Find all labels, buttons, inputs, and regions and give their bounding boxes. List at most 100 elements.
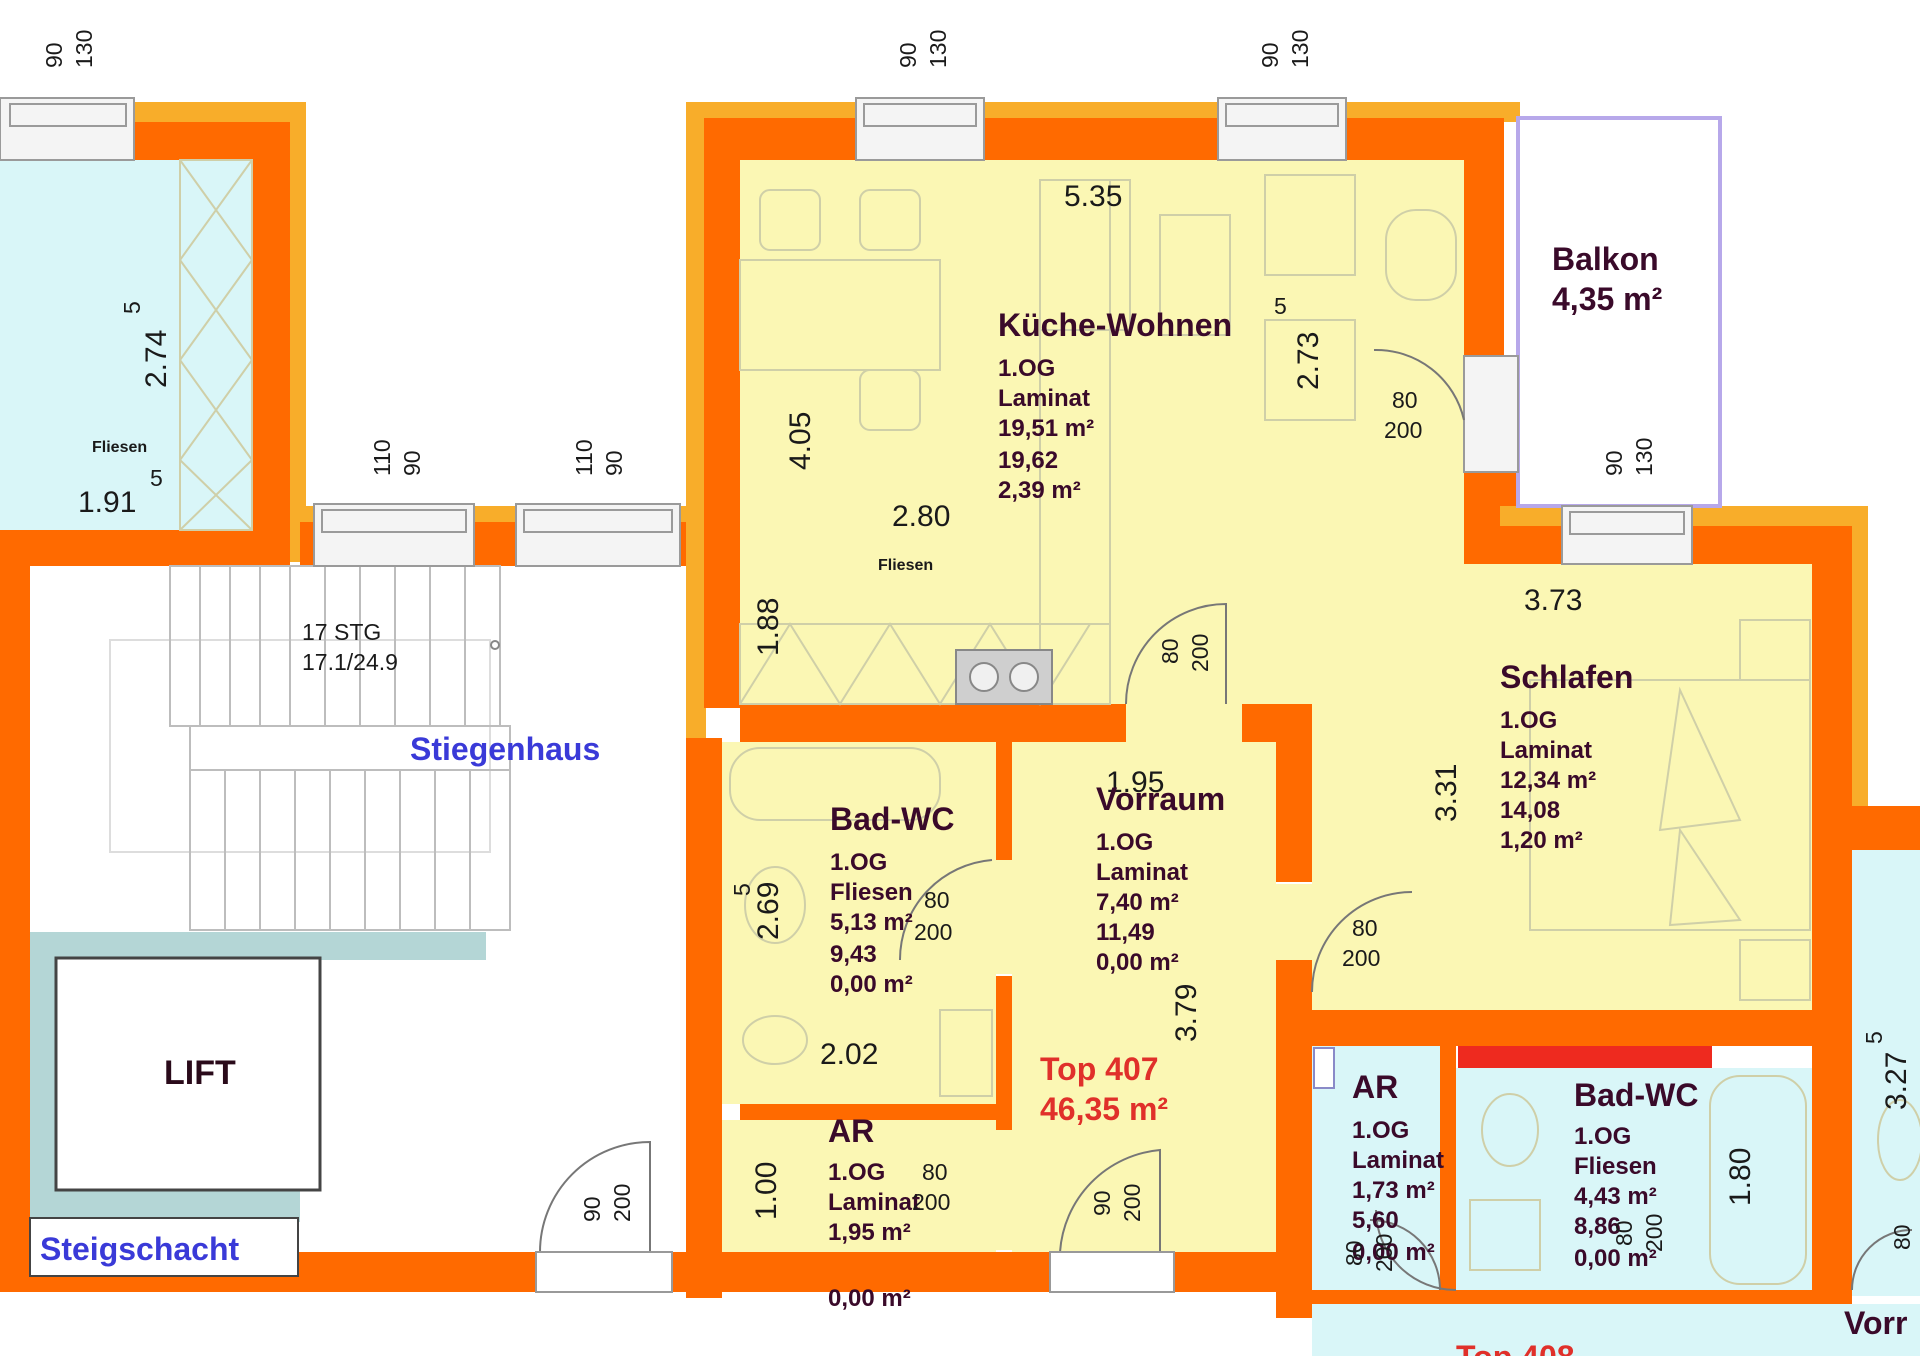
dim-kueche-width2: 2.80: [892, 500, 950, 533]
dim-bad-height: 2.69: [752, 882, 785, 940]
ar-extra: 0,00 m²: [828, 1285, 911, 1312]
schlafen-area: 12,34 m²: [1500, 767, 1596, 794]
ar2-extra: 0,00 m²: [1352, 1239, 1435, 1266]
door-ar-h: 200: [912, 1189, 950, 1215]
ar-name: AR: [828, 1113, 874, 1149]
door-bad-w: 80: [924, 887, 950, 913]
schlafen-extra: 1,20 m²: [1500, 827, 1583, 854]
dim-right-height: 3.27: [1880, 1052, 1913, 1110]
bad2-material: Fliesen: [1574, 1153, 1657, 1180]
ar2-area: 1,73 m²: [1352, 1177, 1435, 1204]
kueche-extra: 2,39 m²: [998, 477, 1081, 504]
dim-ar-height: 1.00: [750, 1162, 783, 1220]
door-schlafen-h: 200: [1342, 945, 1380, 971]
label-fliesen-left: Fliesen: [92, 439, 147, 456]
stairwell: 17 STG 17.1/24.9 Stiegenhaus LIFT Steigs…: [40, 619, 635, 1267]
ar2-perimeter: 5,60: [1352, 1207, 1399, 1234]
room-fills: [0, 116, 1920, 1356]
bad-material: Fliesen: [830, 879, 913, 906]
bad-perimeter: 9,43: [830, 941, 877, 968]
bad2-extra: 0,00 m²: [1574, 1245, 1657, 1272]
top408-label: Top 408: [1456, 1339, 1575, 1356]
balkon-name: Balkon: [1552, 241, 1659, 277]
dim-kueche-height: 4.05: [784, 412, 817, 470]
room-kueche-wohnen: 5.35 Küche-Wohnen 5 1.OG Laminat 19,51 m…: [752, 180, 1422, 672]
window-label-w2: 90: [895, 42, 921, 68]
stiegenhaus-label: Stiegenhaus: [410, 731, 600, 767]
bad-name: Bad-WC: [830, 801, 954, 837]
dim-schlafen-height: 3.31: [1430, 764, 1463, 822]
bad2-perimeter: 8,86: [1574, 1213, 1621, 1240]
dim-left-width-superscript: 5: [150, 465, 163, 491]
ar2-floor: 1.OG: [1352, 1117, 1409, 1144]
dim-bad-width: 2.02: [820, 1038, 878, 1071]
door-ar2-w: 80: [1341, 1240, 1367, 1266]
kueche-area: 19,51 m²: [998, 415, 1094, 442]
window-label-w5: 110: [571, 439, 597, 476]
stairs-count: 17 STG: [302, 619, 381, 645]
room-vorraum: 1.95 Vorraum 1.OG Laminat 7,40 m² 11,49 …: [1040, 766, 1225, 1222]
door-kueche-h: 200: [1384, 417, 1422, 443]
dim-vorraum-height: 3.79: [1170, 984, 1203, 1042]
dim-bad-height-superscript: 5: [729, 883, 755, 896]
balkon-area: 4,35 m²: [1552, 281, 1662, 317]
ar-area: 1,95 m²: [828, 1219, 911, 1246]
windows: [0, 97, 1693, 567]
bad2-floor: 1.OG: [1574, 1123, 1631, 1150]
bad-extra: 0,00 m²: [830, 971, 913, 998]
window-label-w1-h: 130: [71, 30, 97, 68]
doors: [535, 348, 1913, 1293]
vorraum-name: Vorraum: [1096, 781, 1225, 817]
schlafen-name: Schlafen: [1500, 659, 1633, 695]
room-bad-wc-2: Bad-WC 1.OG Fliesen 4,43 m² 8,86 0,00 m²…: [1574, 1077, 1757, 1272]
door-schlafen-w: 80: [1352, 915, 1378, 941]
door-stairs-w: 90: [579, 1196, 605, 1222]
vorraum-material: Laminat: [1096, 859, 1188, 886]
ar-material: Laminat: [828, 1189, 920, 1216]
window-label-w3-h: 130: [1287, 30, 1313, 68]
kueche-perimeter: 19,62: [998, 447, 1058, 474]
window-label-w5-h: 90: [601, 450, 627, 476]
door-entry-w: 90: [1089, 1190, 1115, 1216]
left-wet-room: 2.74 5 Fliesen 1.91 5: [78, 301, 173, 519]
kueche-name-superscript: 5: [1274, 293, 1287, 319]
room-schlafen: 3.73 Schlafen 1.OG Laminat 12,34 m² 14,0…: [1342, 584, 1633, 971]
window-dimension-labels: 90 130 90 130 90 130 110 90 110 90 90 13…: [41, 30, 1657, 476]
door-bad2-h: 200: [1641, 1214, 1667, 1252]
schlafen-floor: 1.OG: [1500, 707, 1557, 734]
dim-kueche-small: 1.88: [752, 598, 785, 656]
window-label-w4: 110: [369, 439, 395, 476]
staircase: [109, 565, 511, 931]
dim-kueche-width: 5.35: [1064, 180, 1122, 213]
schlafen-material: Laminat: [1500, 737, 1592, 764]
room-ar-2: AR 1.OG Laminat 1,73 m² 5,60 0,00 m² 80 …: [1313, 1047, 1444, 1272]
dim-left-height: 2.74: [140, 330, 173, 388]
neighbour-apartment: 3.27 5 80 Top 408 Vorr: [1456, 1031, 1915, 1356]
window-label-w3: 90: [1257, 42, 1283, 68]
door-bad-h: 200: [914, 919, 952, 945]
window-label-w6: 90: [1601, 450, 1627, 476]
door-bad2-w: 80: [1611, 1220, 1637, 1246]
dim-vorraum-width: 1.95: [1106, 766, 1164, 799]
steigschacht-label: Steigschacht: [40, 1231, 240, 1267]
door-ar2-h: 200: [1371, 1234, 1397, 1272]
top407-area: 46,35 m²: [1040, 1091, 1168, 1127]
bad2-name: Bad-WC: [1574, 1077, 1698, 1113]
furniture: [179, 159, 1920, 1285]
bad2-area: 4,43 m²: [1574, 1183, 1657, 1210]
vorraum-area: 7,40 m²: [1096, 889, 1179, 916]
lift-label: LIFT: [164, 1054, 236, 1092]
window-label-w1: 90: [41, 42, 67, 68]
kueche-material: Laminat: [998, 385, 1090, 412]
label-fliesen-kueche: Fliesen: [878, 557, 933, 574]
window-label-w6-h: 130: [1631, 438, 1657, 476]
door-right-w: 80: [1889, 1224, 1915, 1250]
bad-floor: 1.OG: [830, 849, 887, 876]
door-kueche-w: 80: [1392, 387, 1418, 413]
lift-shaft: [29, 932, 486, 1277]
schlafen-perimeter: 14,08: [1500, 797, 1560, 824]
bad-area: 5,13 m²: [830, 909, 913, 936]
door-ar-w: 80: [922, 1159, 948, 1185]
dim-bad2-height: 1.80: [1724, 1148, 1757, 1206]
